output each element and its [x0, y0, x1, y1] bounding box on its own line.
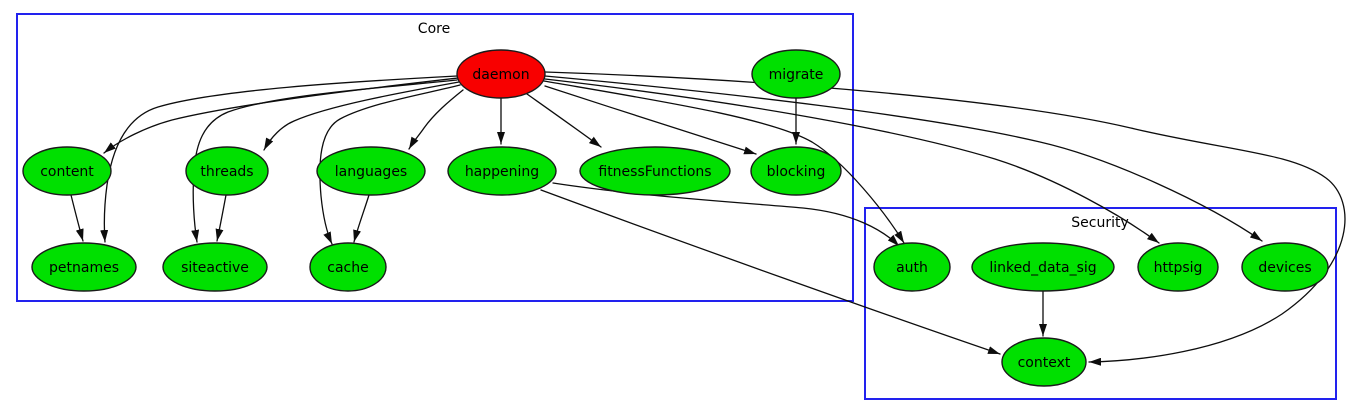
node-context: context [1001, 337, 1087, 387]
node-threads: threads [185, 146, 269, 196]
edge-daemon-to-content [103, 77, 459, 154]
node-cache: cache [309, 242, 387, 292]
node-shape-migrate [751, 49, 841, 99]
node-fitnessFunctions: fitnessFunctions [579, 146, 731, 196]
node-label-petnames: petnames [49, 260, 119, 276]
node-label-threads: threads [200, 164, 253, 180]
node-httpsig: httpsig [1137, 242, 1219, 292]
node-petnames: petnames [31, 242, 137, 292]
edge-daemon-to-petnames [100, 75, 458, 243]
cluster-label-core: Core [418, 21, 450, 37]
node-siteactive: siteactive [162, 242, 268, 292]
node-label-httpsig: httpsig [1154, 260, 1203, 276]
node-label-migrate: migrate [769, 67, 824, 83]
node-shape-threads [185, 146, 269, 196]
node-label-blocking: blocking [767, 164, 826, 180]
node-linked_data_sig: linked_data_sig [971, 242, 1115, 292]
node-shape-auth [873, 242, 951, 292]
node-blocking: blocking [750, 146, 842, 196]
edge-daemon-to-fitnessFunctions [526, 93, 602, 148]
cluster-box-core [16, 13, 854, 302]
edge-content-to-petnames [70, 194, 84, 242]
node-devices: devices [1241, 242, 1329, 292]
node-shape-fitnessFunctions [579, 146, 731, 196]
edge-daemon-to-httpsig [544, 78, 1160, 244]
cluster-label-security: Security [1071, 215, 1129, 231]
edge-daemon-to-blocking [544, 85, 757, 155]
node-shape-httpsig [1137, 242, 1219, 292]
edge-languages-to-cache [353, 194, 370, 243]
node-shape-content [22, 146, 112, 196]
node-label-linked_data_sig: linked_data_sig [989, 260, 1096, 276]
node-label-languages: languages [335, 164, 407, 180]
node-label-devices: devices [1258, 260, 1311, 276]
node-daemon: daemon [456, 49, 546, 99]
edge-daemon-to-cache [319, 84, 461, 245]
edge-daemon-to-languages [408, 89, 464, 150]
node-shape-blocking [750, 146, 842, 196]
node-shape-languages [316, 146, 426, 196]
node-shape-siteactive [162, 242, 268, 292]
node-migrate: migrate [751, 49, 841, 99]
edge-daemon-to-context [544, 71, 1346, 366]
node-label-auth: auth [896, 260, 928, 276]
node-label-happening: happening [465, 164, 539, 180]
node-auth: auth [873, 242, 951, 292]
node-shape-petnames [31, 242, 137, 292]
node-shape-context [1001, 337, 1087, 387]
node-shape-devices [1241, 242, 1329, 292]
node-languages: languages [316, 146, 426, 196]
node-shape-linked_data_sig [971, 242, 1115, 292]
node-label-fitnessFunctions: fitnessFunctions [598, 164, 711, 180]
node-content: content [22, 146, 112, 196]
edge-daemon-to-devices [544, 75, 1263, 242]
node-label-siteactive: siteactive [181, 260, 249, 276]
node-label-cache: cache [327, 260, 368, 276]
node-label-content: content [40, 164, 94, 180]
node-shape-cache [309, 242, 387, 292]
node-shape-happening [447, 146, 557, 196]
node-label-daemon: daemon [472, 67, 529, 83]
edge-threads-to-siteactive [215, 194, 227, 242]
edge-happening-to-auth [552, 182, 900, 247]
edge-daemon-to-threads [263, 81, 460, 151]
node-shape-daemon [456, 49, 546, 99]
node-label-context: context [1018, 355, 1071, 371]
edge-daemon-to-siteactive [191, 79, 458, 243]
cluster-box-security [864, 207, 1337, 400]
node-happening: happening [447, 146, 557, 196]
edge-happening-to-context [540, 189, 1001, 355]
